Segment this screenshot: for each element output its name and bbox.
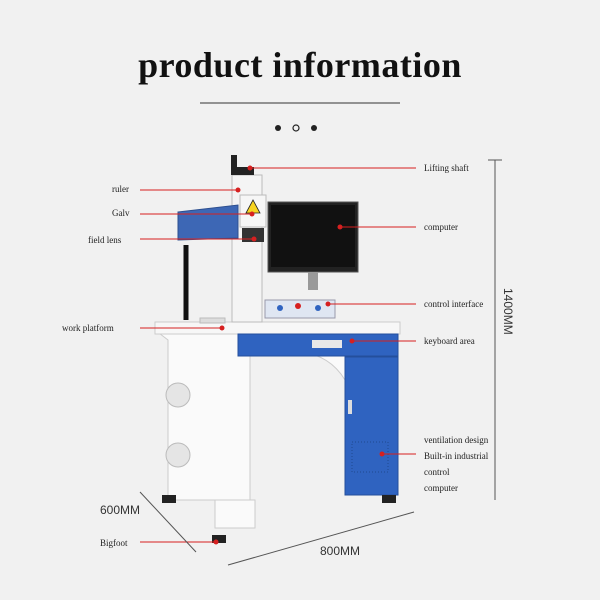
control-panel (264, 299, 336, 319)
label-work-platform: work platform (62, 323, 114, 333)
depth-dimension: 600MM (100, 503, 141, 517)
laser-head (177, 155, 267, 323)
ventilation-grille (351, 441, 389, 473)
page-title: product information (138, 45, 462, 85)
label-builtin-3: computer (424, 483, 458, 493)
dot (275, 125, 281, 131)
label-control-interface: control interface (424, 299, 484, 309)
width-dimension: 800MM (320, 544, 361, 558)
lift-handle (231, 155, 237, 175)
cabinet-door (344, 356, 399, 496)
desk (154, 317, 401, 543)
label-keyboard-area: keyboard area (424, 336, 475, 346)
dimension-lines (139, 159, 502, 566)
label-galv: Galv (112, 208, 130, 218)
dot (311, 125, 317, 131)
door-handle (348, 400, 352, 414)
drawer-handle (312, 340, 342, 348)
label-bigfoot: Bigfoot (100, 538, 128, 548)
fan-vent (165, 382, 191, 408)
foot (212, 535, 226, 543)
label-ruler: ruler (112, 184, 129, 194)
label-computer: computer (424, 222, 458, 232)
base-step (214, 499, 256, 529)
label-ventilation: ventilation design (424, 435, 489, 445)
fan-vent (165, 442, 191, 468)
label-field-lens: field lens (88, 235, 122, 245)
label-builtin-2: control (424, 467, 450, 477)
height-dimension: 1400MM (501, 288, 515, 335)
laser-source-box (177, 204, 239, 241)
dot (292, 124, 300, 132)
label-builtin-1: Built-in industrial (424, 451, 489, 461)
callout-lines (140, 167, 416, 543)
foot (162, 495, 176, 503)
label-lifting-shaft: Lifting shaft (424, 163, 469, 173)
monitor (264, 201, 359, 319)
foot (382, 495, 396, 503)
